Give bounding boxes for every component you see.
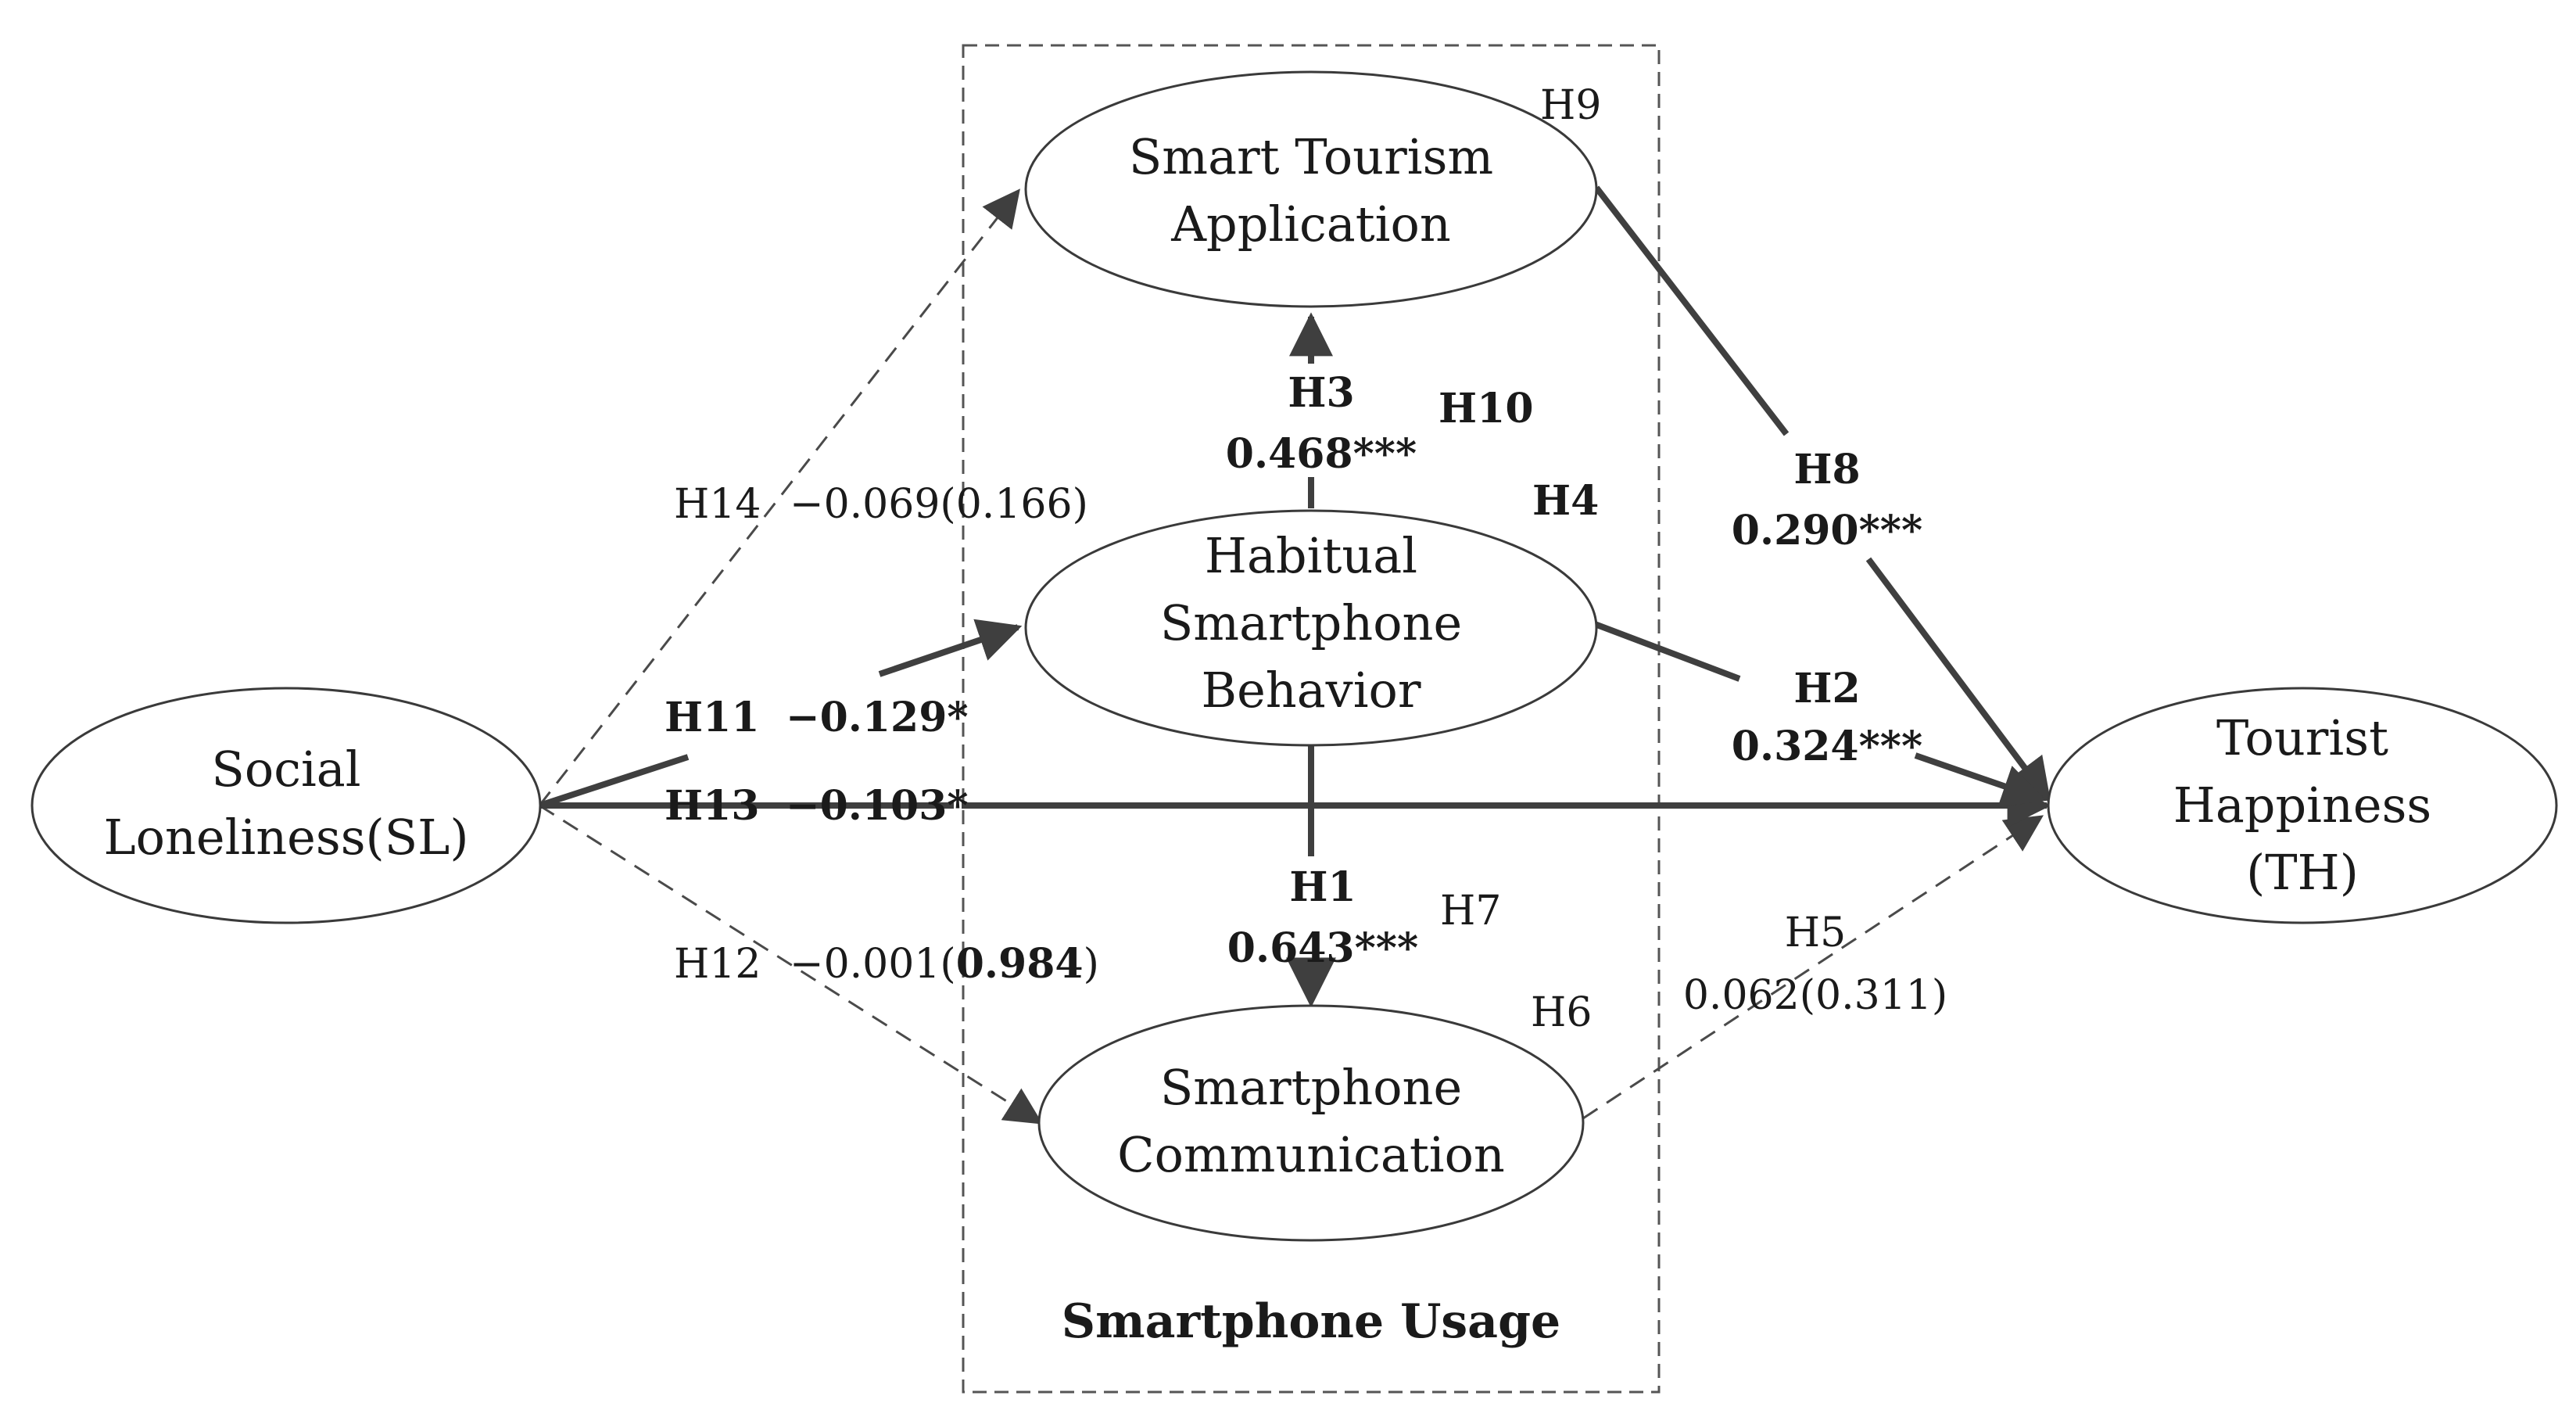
construct-th-label-line3: (TH) <box>2246 844 2359 901</box>
path-h13-name: H13 <box>665 782 760 830</box>
path-h11-name: H11 <box>665 694 760 741</box>
path-h1-name: H1 <box>1289 863 1356 911</box>
path-h12-value-start: −0.001( <box>790 941 956 988</box>
path-h14-name: H14 <box>674 481 761 528</box>
construct-th-label-line1: Tourist <box>2216 709 2388 766</box>
path-h2-name: H2 <box>1793 665 1860 712</box>
path-h11-value: −0.129* <box>786 694 969 741</box>
path-h10-name: H10 <box>1438 385 1534 432</box>
construct-social-loneliness <box>30 687 542 924</box>
path-h8-name: H8 <box>1793 446 1860 493</box>
construct-hsb-label-line3: Behavior <box>1202 662 1421 719</box>
path-h11-line-end <box>878 619 1023 677</box>
construct-sl-label-line1: Social <box>211 741 360 798</box>
path-h2-line-lower <box>1914 752 2047 807</box>
path-h12-value-pvalue: 0.984 <box>956 940 1084 988</box>
path-h14-value: −0.069(0.166) <box>790 481 1088 528</box>
path-h12-value: −0.001(0.984) <box>790 940 1099 988</box>
path-h12-line <box>539 804 1044 1125</box>
path-h11-line-start <box>538 754 690 809</box>
path-h5-name: H5 <box>1785 910 1846 956</box>
path-h3-value: 0.468*** <box>1226 430 1417 478</box>
path-h8-line-lower <box>1865 557 2051 803</box>
path-h7-name: H7 <box>1440 888 1501 935</box>
construct-smartphone-communication <box>1037 1004 1585 1242</box>
path-h14-line <box>538 188 1020 806</box>
construct-sta-label-line2: Application <box>1170 196 1451 253</box>
construct-sl-label-line2: Loneliness(SL) <box>103 809 468 866</box>
construct-sta-label-line1: Smart Tourism <box>1129 128 1493 185</box>
construct-sc-label-line1: Smartphone <box>1160 1059 1462 1116</box>
path-h5-line <box>1582 815 2044 1120</box>
path-h13-value: −0.103* <box>786 782 969 830</box>
path-h1-value: 0.643*** <box>1227 924 1418 972</box>
path-h8-value: 0.290*** <box>1732 507 1922 554</box>
path-h8-line-upper <box>1593 185 1790 436</box>
path-h5-value: 0.062(0.311) <box>1683 972 1947 1019</box>
construct-hsb-label-line1: Habitual <box>1205 527 1417 584</box>
path-h12-name: H12 <box>674 941 761 988</box>
construct-hsb-label-line2: Smartphone <box>1160 594 1462 651</box>
construct-smart-tourism-application <box>1024 70 1598 308</box>
construct-habitual-smartphone-behavior <box>1024 509 1598 747</box>
path-h2-value: 0.324*** <box>1732 723 1922 770</box>
construct-th-label-line2: Happiness <box>2173 777 2432 834</box>
path-h4-name: H4 <box>1532 477 1599 525</box>
construct-tourist-happiness <box>2047 687 2558 924</box>
construct-sc-tag: H6 <box>1531 989 1592 1036</box>
construct-sc-label-line2: Communication <box>1117 1126 1505 1183</box>
path-h12-value-end: ) <box>1084 941 1099 988</box>
path-h2-line-upper <box>1593 621 1741 682</box>
construct-sta-tag: H9 <box>1540 82 1601 129</box>
smartphone-usage-label: Smartphone Usage <box>1062 1294 1560 1349</box>
path-h3-name: H3 <box>1288 369 1354 417</box>
smartphone-usage-box <box>962 44 1661 1394</box>
